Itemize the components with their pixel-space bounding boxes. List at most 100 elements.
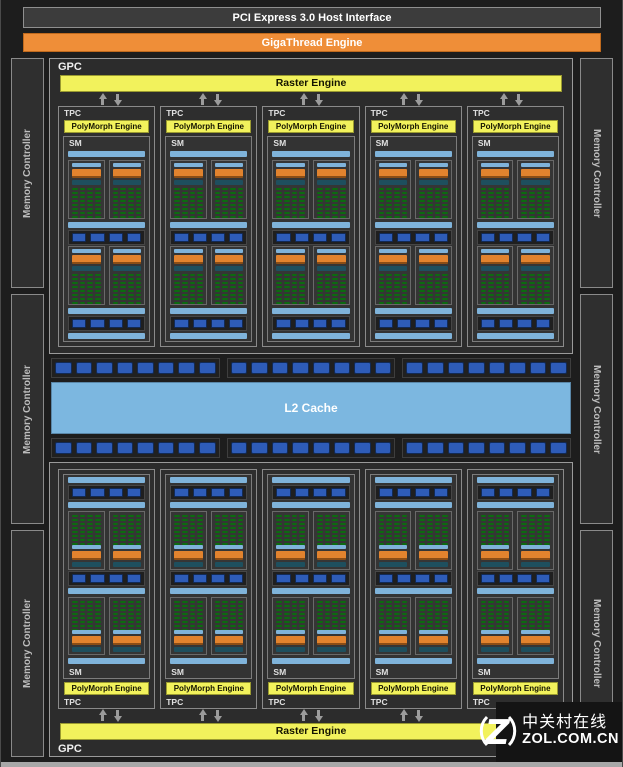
cuda-core (284, 282, 290, 284)
cuda-core (503, 278, 510, 280)
cuda-core (401, 531, 408, 533)
cuda-core (189, 196, 196, 198)
cuda-core (79, 616, 86, 619)
cuda-core (434, 282, 441, 284)
cuda-core (120, 616, 126, 619)
lsu-segment (433, 573, 448, 583)
cuda-core-grid (317, 188, 346, 218)
load-store-unit-bar (170, 485, 248, 500)
cuda-core (419, 290, 425, 292)
cuda-core (79, 212, 86, 214)
rop-unit (509, 442, 526, 454)
cuda-core (332, 515, 338, 517)
cuda-core (189, 515, 196, 517)
cuda-core (339, 212, 346, 214)
cuda-core (94, 527, 101, 529)
cuda-core (112, 535, 119, 537)
cuda-core (317, 274, 323, 276)
cuda-core (401, 620, 408, 623)
cuda-core (529, 600, 535, 603)
cuda-core (72, 539, 78, 541)
texture-cache-bar (374, 151, 452, 157)
texture-cache-bar (68, 477, 146, 483)
dispatch-unit-bar (72, 647, 101, 652)
cuda-core (503, 200, 510, 202)
cuda-core (480, 608, 487, 611)
cuda-core (72, 535, 78, 537)
cuda-core (197, 278, 203, 280)
cuda-core (181, 286, 188, 288)
dispatch-unit-bar (174, 647, 203, 652)
cuda-core (426, 302, 433, 304)
warp-scheduler-bar (521, 636, 551, 645)
cuda-core (214, 531, 221, 533)
cuda-core (276, 515, 283, 517)
cuda-core (72, 282, 78, 284)
cuda-core (276, 192, 283, 194)
sm-processing-block (170, 596, 207, 655)
sm-label: SM (69, 138, 82, 148)
lsu-segment (174, 488, 189, 497)
cuda-core (299, 612, 306, 615)
up-arrow-icon (98, 709, 108, 722)
cuda-core (291, 188, 298, 190)
instruction-buffer-bar (317, 163, 346, 167)
cuda-core (127, 188, 134, 190)
cuda-core (536, 539, 543, 541)
sm-processing-block (313, 596, 350, 655)
cuda-core (276, 535, 283, 537)
cuda-core (291, 282, 298, 284)
cuda-core (434, 274, 441, 276)
cuda-core (529, 192, 535, 194)
cuda-core (87, 600, 93, 603)
cuda-core (127, 274, 134, 276)
cuda-core (434, 535, 441, 537)
cuda-core (120, 302, 126, 304)
warp-scheduler-bar (112, 636, 142, 645)
cuda-core (426, 515, 433, 517)
cuda-core (299, 620, 306, 623)
warp-scheduler-bar (419, 550, 448, 560)
cuda-core (112, 604, 119, 607)
cuda-core (230, 612, 236, 615)
lsu-segment (331, 319, 346, 328)
cuda-core-grid (214, 600, 244, 631)
load-store-unit-bar (272, 570, 350, 586)
cuda-core-grid (276, 600, 306, 631)
polymorph-engine-bar: PolyMorph Engine (268, 120, 354, 133)
cuda-core (72, 196, 78, 198)
cuda-core (197, 274, 203, 276)
cuda-core (442, 531, 448, 533)
cuda-core (181, 212, 188, 214)
cuda-core (299, 286, 306, 288)
rop-unit (312, 362, 330, 374)
lsu-segment (229, 233, 244, 242)
sm-processing-block (374, 246, 412, 305)
rop-unit (292, 362, 309, 374)
instruction-buffer-bar (174, 163, 203, 167)
cuda-core (94, 298, 101, 300)
cuda-core (442, 608, 448, 611)
cuda-core (189, 519, 196, 521)
cuda-core (181, 515, 188, 517)
cuda-core (197, 527, 203, 529)
lsu-segment (331, 233, 346, 242)
cuda-core (496, 196, 502, 198)
cuda-core (426, 531, 433, 533)
cuda-core (94, 282, 101, 284)
warp-scheduler-bar (72, 550, 101, 560)
cuda-core (434, 216, 441, 218)
cuda-core (127, 624, 134, 627)
cuda-core (237, 515, 244, 517)
cuda-core (230, 531, 236, 533)
cuda-core (442, 196, 448, 198)
cuda-core (299, 616, 306, 619)
cuda-core (339, 216, 346, 218)
cuda-core (197, 208, 203, 210)
cuda-core (174, 286, 180, 288)
crossbar-row-bottom (51, 438, 572, 458)
cuda-core (496, 282, 502, 284)
cuda-core (72, 216, 78, 218)
